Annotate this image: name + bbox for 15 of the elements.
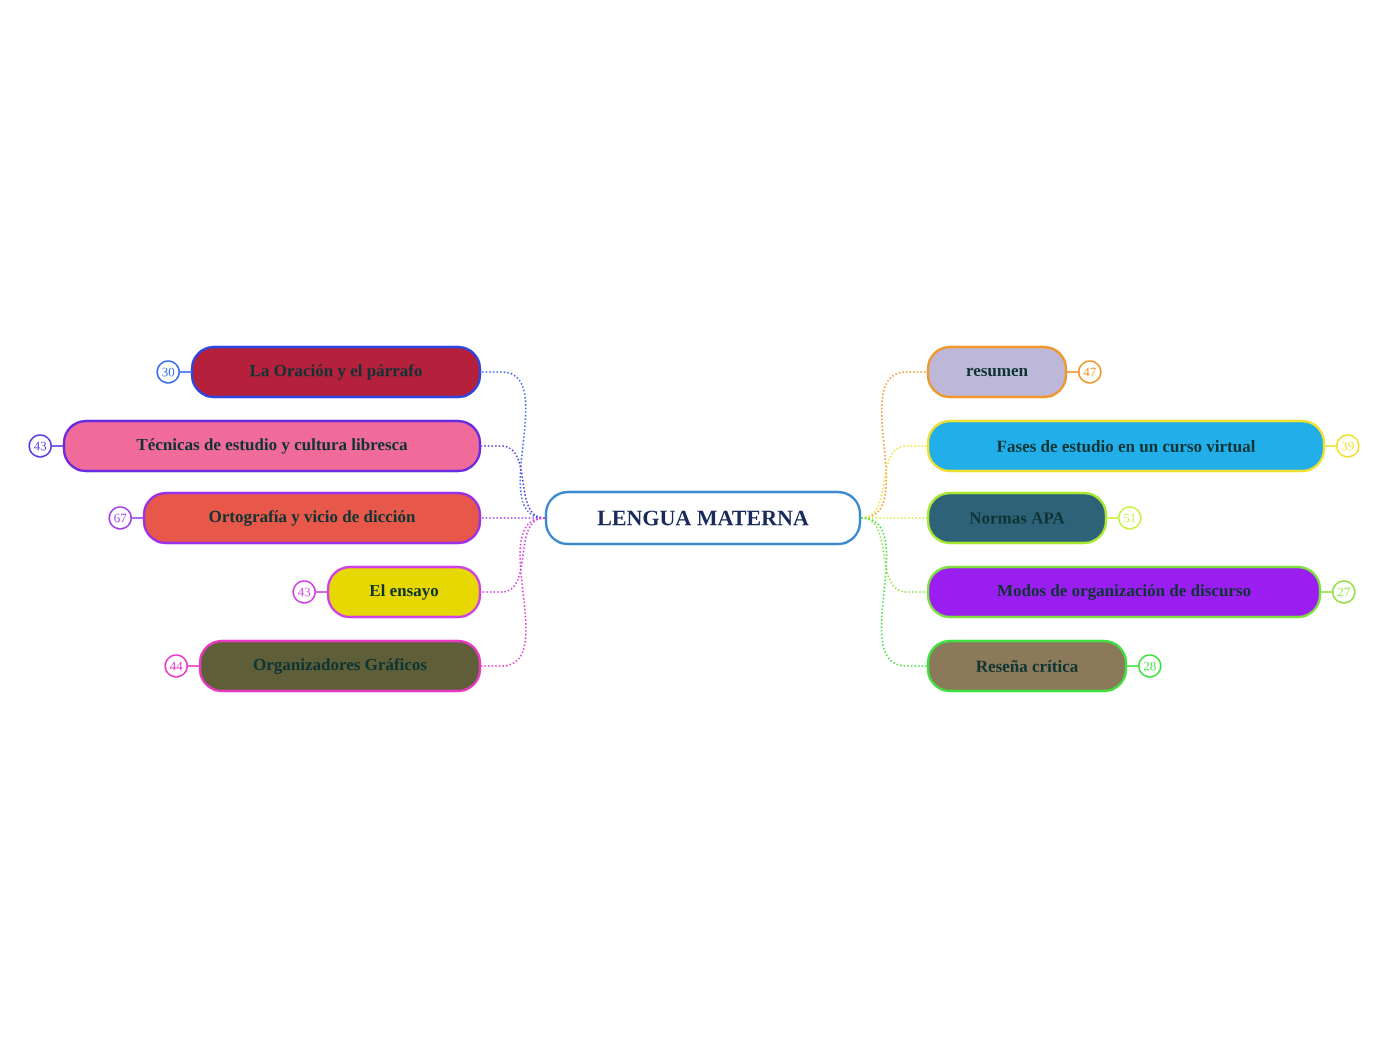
- branch-box: Modos de organización de discurso: [926, 565, 1322, 619]
- branch-box: Normas APA: [926, 491, 1108, 545]
- branch-box: Ortografía y vicio de dicción: [142, 491, 482, 545]
- topic-box: LENGUA MATERNA: [544, 490, 862, 546]
- branch-box: La Oración y el párrafo: [190, 345, 482, 399]
- branch-box: Reseña crítica: [926, 639, 1128, 693]
- branch-box: El ensayo: [326, 565, 482, 619]
- connector-line: [480, 517, 546, 667]
- connector-line: [480, 517, 546, 519]
- branch-box: resumen: [926, 345, 1068, 399]
- branch-box: Organizadores Gráficos: [198, 639, 482, 693]
- branch-box: Técnicas de estudio y cultura libresca: [62, 419, 482, 473]
- connector-line: [860, 517, 928, 519]
- connector-line: [860, 517, 928, 667]
- branch-box: Fases de estudio en un curso virtual: [926, 419, 1326, 473]
